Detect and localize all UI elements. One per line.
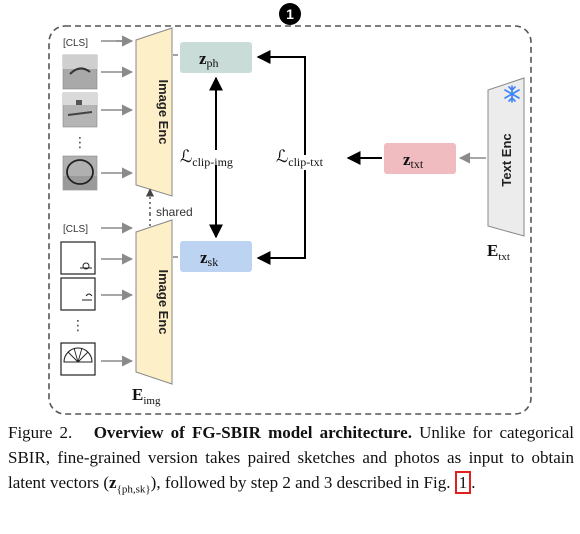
step-badge: 1 xyxy=(279,3,301,25)
sketch-latent-label: zsk xyxy=(200,248,218,269)
image-encoder-photo-label: Image Enc xyxy=(156,79,171,144)
image-encoder-sketch-label: Image Enc xyxy=(156,269,171,334)
image-encoder-name: Eimg xyxy=(132,385,161,407)
sketch-latent-box xyxy=(180,241,252,272)
caption-body-2: ), followed by step 2 and 3 described in… xyxy=(150,473,451,492)
sketch-thumbnail xyxy=(60,241,96,275)
caption-body-1: Unlike for categorical SBIR, fine-graine… xyxy=(8,423,575,492)
sketch-thumbnail xyxy=(60,277,96,311)
clip-txt-loss-bracket xyxy=(256,50,306,155)
photo-thumbnail xyxy=(62,54,98,90)
shared-label: shared xyxy=(156,205,193,219)
sketch-cls-token: [CLS] xyxy=(63,224,88,235)
photo-ellipsis: ⋮ xyxy=(73,134,87,150)
text-encoder-name: Etxt xyxy=(487,241,510,263)
photo-thumbnail xyxy=(62,92,98,128)
sketch-thumbnail xyxy=(60,342,96,376)
caption-vector: z xyxy=(109,473,117,492)
figure-reference-link[interactable]: 1 xyxy=(454,471,472,494)
caption-vector-sub: {ph,sk} xyxy=(116,483,151,496)
clip-txt-loss-label: ℒclip-txt xyxy=(276,147,324,169)
caption-prefix: Figure 2. xyxy=(8,423,73,442)
caption-title: Overview of FG-SBIR model architecture. xyxy=(93,423,412,442)
text-encoder xyxy=(487,77,525,237)
snowflake-icon xyxy=(504,85,520,103)
image-encoder-photo xyxy=(135,27,173,197)
photo-latent-label: zph xyxy=(199,49,219,70)
model-frame xyxy=(48,25,532,415)
image-encoder-sketch xyxy=(135,219,173,385)
sketch-ellipsis: ⋮ xyxy=(71,317,85,333)
text-latent-label: ztxt xyxy=(403,150,424,171)
figure-caption: Figure 2. Overview of FG-SBIR model arch… xyxy=(8,423,575,496)
text-encoder-label: Text Enc xyxy=(499,133,514,186)
svg-text:1: 1 xyxy=(286,6,294,22)
photo-thumbnail xyxy=(62,155,98,191)
text-latent-box xyxy=(384,143,456,174)
architecture-diagram: 1 [CLS] ⋮ Image Enc shared [CLS] ⋮ xyxy=(48,3,532,415)
photo-cls-token: [CLS] xyxy=(63,38,88,49)
photo-latent-box xyxy=(180,42,252,73)
clip-img-loss-label: ℒclip-img xyxy=(180,147,233,169)
